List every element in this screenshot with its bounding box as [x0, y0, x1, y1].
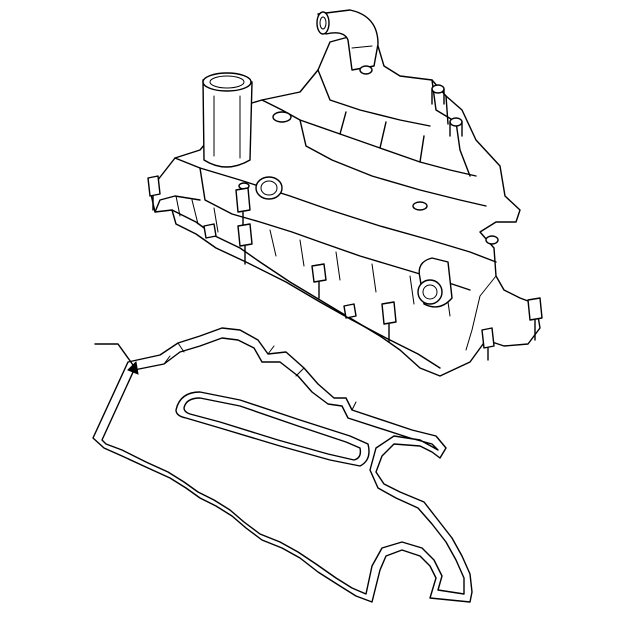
valve-cover-gasket: [92, 327, 473, 603]
gasket-center-ring-inner: [183, 397, 362, 461]
pcv-elbow: [316, 9, 379, 75]
oil-filler-neck: [202, 72, 253, 168]
breather-port: [255, 176, 283, 200]
rear-port: [417, 257, 453, 308]
gasket-center-ring-outer: [175, 391, 370, 467]
mounting-bosses: [238, 84, 499, 245]
cover-flange: [171, 209, 441, 369]
gasket-inner-edge: [101, 337, 465, 595]
gasket-outer-edge: [92, 327, 473, 603]
valve-cover-crest: [174, 157, 497, 263]
callout-arrow: [94, 343, 139, 375]
valve-cover: [147, 9, 543, 377]
cover-bolts: [147, 175, 543, 361]
